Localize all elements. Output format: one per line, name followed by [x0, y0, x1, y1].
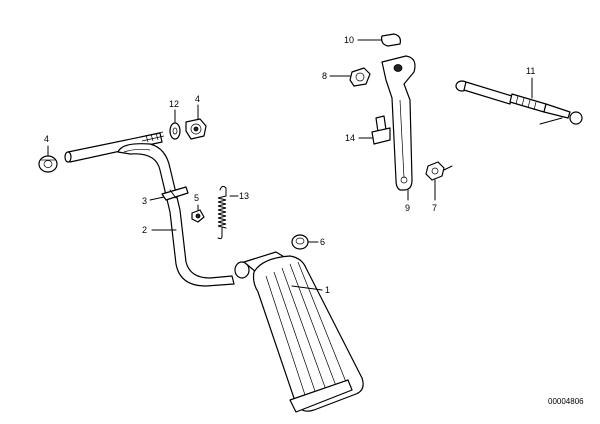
- callout-5: 5: [194, 193, 199, 203]
- callout-9: 9: [405, 203, 410, 213]
- part-14-pin: [371, 115, 391, 145]
- part-5-fastener: [191, 209, 205, 223]
- callout-3: 3: [142, 196, 147, 206]
- bearing-shaft: [64, 131, 165, 163]
- part-11-linkage-rod: [455, 80, 583, 125]
- callout-labels: 4 12 4 3 2 5 13 6 1 10 8 14 9 7 11: [44, 35, 535, 295]
- callout-4-right: 4: [195, 94, 200, 104]
- callout-13: 13: [239, 191, 249, 201]
- part-13-spring: [217, 185, 227, 240]
- callout-1: 1: [325, 285, 330, 295]
- callout-14: 14: [345, 133, 355, 143]
- document-number: 00004806: [548, 397, 584, 406]
- part-2-pedal-lever: [117, 143, 235, 287]
- leader-lines: [47, 39, 533, 291]
- part-4-left-nut: [38, 155, 58, 173]
- part-3-clip: [161, 186, 189, 201]
- callout-6: 6: [320, 237, 325, 247]
- part-4-right-nut: [185, 118, 207, 140]
- part-8-nut: [349, 67, 371, 87]
- callout-4-left: 4: [44, 134, 49, 144]
- callout-2: 2: [142, 225, 147, 235]
- part-10-cap: [381, 33, 401, 47]
- callout-8: 8: [322, 71, 327, 81]
- part-12-washer: [169, 122, 181, 140]
- callout-12: 12: [169, 99, 179, 109]
- part-9-bracket: [381, 55, 416, 191]
- part-7-nut: [425, 161, 453, 181]
- part-6-bushing: [291, 234, 309, 250]
- callout-7: 7: [432, 203, 437, 213]
- callout-11: 11: [526, 66, 535, 76]
- callout-10: 10: [344, 35, 354, 45]
- part-1-pedal-pad: [234, 251, 364, 413]
